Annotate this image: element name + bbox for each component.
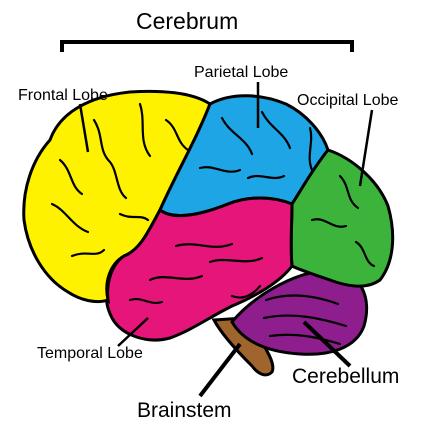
occipital-lobe-label: Occipital Lobe xyxy=(297,93,398,109)
brainstem-leader xyxy=(200,344,240,396)
cerebellum-label: Cerebellum xyxy=(292,366,399,387)
frontal-lobe-label: Frontal Lobe xyxy=(18,88,108,104)
cerebrum-title: Cerebrum xyxy=(136,10,238,33)
cerebrum-bracket xyxy=(62,42,352,52)
parietal-lobe-label: Parietal Lobe xyxy=(194,65,288,81)
temporal-lobe-label: Temporal Lobe xyxy=(37,346,143,362)
brainstem-label: Brainstem xyxy=(137,400,232,421)
